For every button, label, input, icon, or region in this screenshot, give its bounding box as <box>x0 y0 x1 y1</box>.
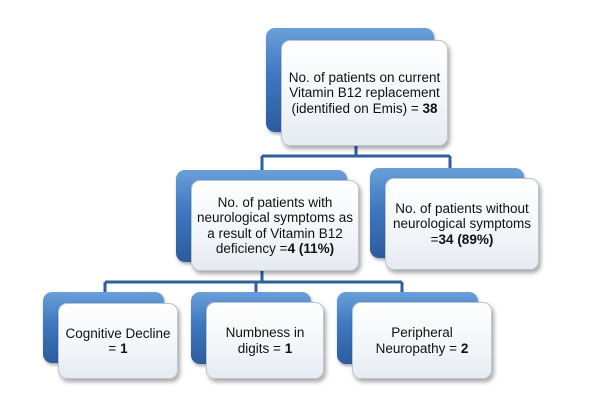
node-peripheral-neuropathy-value: 2 <box>460 340 469 356</box>
node-without-symptoms-value: 34 (89%) <box>438 231 494 247</box>
node-root-label: No. of patients on current Vitamin B12 r… <box>288 69 441 116</box>
node-cognitive-decline-label: Cognitive Decline = 1 <box>65 325 171 357</box>
connector-with-symptoms-children <box>103 268 404 292</box>
node-with-symptoms-label: No. of patients with neurological sympto… <box>196 194 354 257</box>
node-with-symptoms-value: 4 (11%) <box>287 241 335 256</box>
connector-root-children <box>260 140 452 170</box>
node-without-symptoms-label: No. of patients without neurological sym… <box>392 200 532 247</box>
node-peripheral-neuropathy-label: Peripheral Neuropathy = 2 <box>375 325 469 356</box>
node-root-value: 38 <box>422 100 438 116</box>
node-numbness-digits-value: 1 <box>284 340 293 356</box>
node-cognitive-decline-value: 1 <box>120 341 128 356</box>
node-numbness-digits-label: Numbness in digits = 1 <box>225 325 305 356</box>
